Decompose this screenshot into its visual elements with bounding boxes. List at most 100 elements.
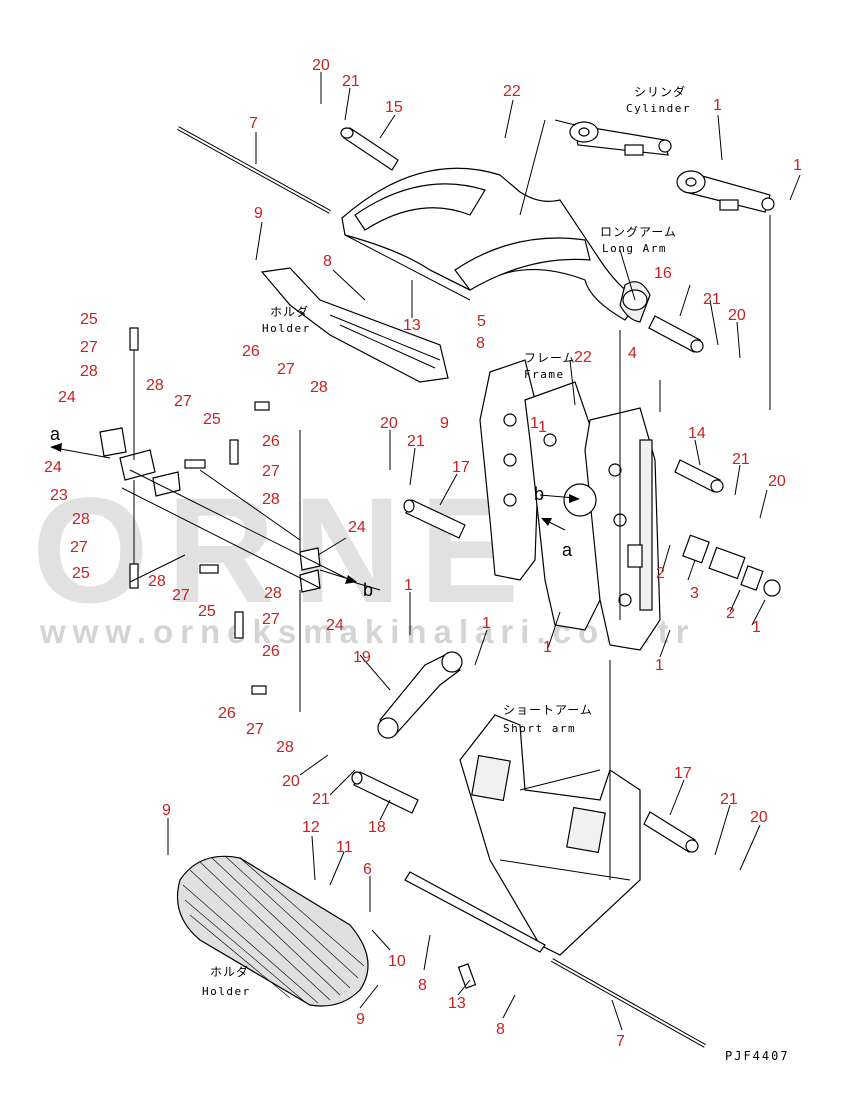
callout-number: 20 (282, 773, 300, 790)
holder-top-label-en: Holder (262, 322, 311, 335)
bottom-pins (404, 871, 546, 989)
callout-number: 27 (80, 339, 98, 356)
holder-bottom (176, 855, 369, 1007)
callout-number: 27 (262, 611, 280, 628)
callout-number: 28 (80, 363, 98, 380)
callout-number: 13 (403, 317, 421, 334)
callout-number: 24 (44, 459, 62, 476)
callout-number: 22 (503, 83, 521, 100)
callout-number: 23 (50, 487, 68, 504)
callout-number: 7 (249, 115, 258, 132)
pin-14 (674, 459, 724, 493)
callout-number: 1 (793, 157, 802, 174)
callout-number: 24 (348, 519, 366, 536)
cylinder-label-en: Cylinder (626, 102, 691, 115)
pin-17-lower (643, 811, 699, 853)
callout-number: 21 (342, 73, 360, 90)
callout-number: 8 (496, 1021, 505, 1038)
callout-number: 25 (203, 411, 221, 428)
callout-number: 25 (198, 603, 216, 620)
callout-number: 17 (674, 765, 692, 782)
callout-number: 26 (218, 705, 236, 722)
holder-bottom-label-jp: ホルダ (210, 964, 249, 979)
frame (479, 359, 661, 651)
arrow-label-b-left: b (363, 580, 373, 600)
callout-number: 7 (616, 1033, 625, 1050)
callout-number: 27 (277, 361, 295, 378)
callout-number: 12 (302, 819, 320, 836)
arrow-label-a-frame: a (562, 540, 573, 560)
callout-number: 9 (254, 205, 263, 222)
pin-15 (340, 127, 399, 171)
callout-number: 28 (276, 739, 294, 756)
callout-number: 27 (174, 393, 192, 410)
callout-number: 28 (262, 491, 280, 508)
callout-number: 21 (720, 791, 738, 808)
watermark-url: www.orneksmakinalari.com.tr (39, 613, 695, 650)
callout-number: 20 (380, 415, 398, 432)
arrow-b-left (319, 569, 357, 584)
callout-number: 1 (404, 577, 413, 594)
short-arm-label-jp: ショートアーム (503, 703, 593, 717)
arrow-a-left (50, 443, 111, 459)
callout-number: 16 (654, 265, 672, 282)
callout-number: 3 (690, 585, 699, 602)
callout-number: 1 (482, 615, 491, 632)
pin-18 (351, 771, 419, 814)
callout-number: 5 (477, 313, 486, 330)
callout-number: 9 (356, 1011, 365, 1028)
callout-number: 27 (262, 463, 280, 480)
callout-number: 8 (323, 253, 332, 270)
link-19 (377, 651, 463, 739)
callout-number: 10 (388, 953, 406, 970)
callout-number: 27 (246, 721, 264, 738)
cylinder-upper (569, 121, 672, 156)
callout-number: 20 (750, 809, 768, 826)
callout-numbers: 20 21 15 22 1 1 7 9 8 13 5 8 16 21 20 25… (44, 57, 802, 1050)
arrow-b-frame (539, 494, 580, 503)
callout-number: 25 (72, 565, 90, 582)
frame-label-jp: フレーム (524, 351, 576, 365)
callout-number: 6 (363, 861, 372, 878)
callout-number: 8 (476, 335, 485, 352)
cylinder-lower (676, 170, 775, 213)
cylinder-label-jp: シリンダ (634, 84, 686, 99)
callout-number: 19 (353, 649, 371, 666)
drawing-code: PJF4407 (725, 1049, 790, 1063)
long-arm-label-jp: ロングアーム (600, 225, 677, 239)
callout-number: 26 (262, 433, 280, 450)
callout-number: 28 (72, 511, 90, 528)
callout-number: 20 (312, 57, 330, 74)
callout-number: 24 (58, 389, 76, 406)
short-arm (459, 714, 641, 956)
callout-number: 8 (418, 977, 427, 994)
callout-number: 21 (407, 433, 425, 450)
callout-number: 26 (262, 643, 280, 660)
callout-number: 17 (452, 459, 470, 476)
bushings-2-3 (682, 534, 781, 597)
callout-number: 28 (146, 377, 164, 394)
arrow-label-a-left: a (50, 424, 61, 444)
pin-17-upper (403, 499, 466, 539)
callout-number: 1 (655, 657, 664, 674)
callout-number: 28 (264, 585, 282, 602)
frame-label-en: Frame (524, 368, 565, 381)
leader-lines (129, 72, 801, 1031)
pin-16 (648, 315, 704, 353)
callout-number: 13 (448, 995, 466, 1012)
rod-top (177, 126, 331, 214)
long-arm-label-en: Long Arm (602, 242, 667, 255)
callout-number: 18 (368, 819, 386, 836)
callout-number: 20 (768, 473, 786, 490)
callout-number: 1 (530, 415, 539, 432)
callout-number: 24 (326, 617, 344, 634)
callout-number: 1 (538, 419, 547, 436)
callout-number: 27 (70, 539, 88, 556)
bracket-assembly (99, 327, 351, 712)
callout-number: 25 (80, 311, 98, 328)
callout-number: 21 (312, 791, 330, 808)
callout-number: 21 (703, 291, 721, 308)
holder-top (260, 267, 449, 383)
callout-number: 1 (752, 619, 761, 636)
